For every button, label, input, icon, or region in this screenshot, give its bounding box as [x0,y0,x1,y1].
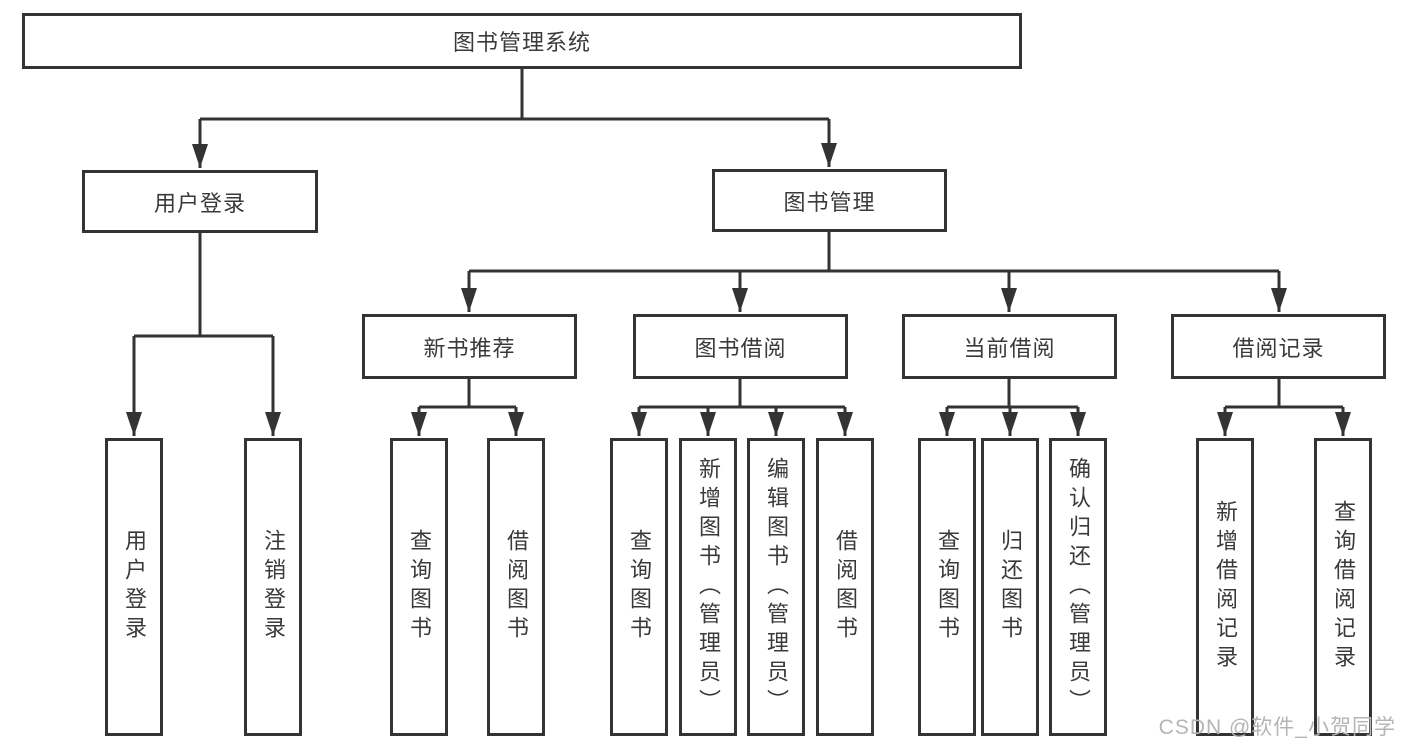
node-new-book-recommendation: 新书推荐 [362,314,577,379]
leaf-logout: 注销登录 [244,438,302,736]
node-current-borrowing: 当前借阅 [902,314,1117,379]
leaf-borrow-book-label: 借阅图书 [833,529,858,645]
leaf-query-book-borrowing-label: 查询图书 [627,529,652,645]
leaf-edit-book-admin: 编辑图书（管理员） [747,438,805,736]
leaf-user-login-label: 用户登录 [122,529,147,645]
leaf-borrow-book-recommend: 借阅图书 [487,438,545,736]
leaf-logout-label: 注销登录 [261,529,286,645]
leaf-user-login: 用户登录 [105,438,163,736]
leaf-return-book: 归还图书 [981,438,1039,736]
leaf-add-book-admin-label: 新增图书（管理员） [696,456,721,718]
leaf-confirm-return-admin: 确认归还（管理员） [1049,438,1107,736]
leaf-borrow-book: 借阅图书 [816,438,874,736]
node-user-login: 用户登录 [82,170,318,233]
leaf-edit-book-admin-label: 编辑图书（管理员） [764,456,789,718]
leaf-query-book-recommend-label: 查询图书 [407,529,432,645]
leaf-query-book-current: 查询图书 [918,438,976,736]
node-library-management-system: 图书管理系统 [22,13,1022,69]
leaf-return-book-label: 归还图书 [998,529,1023,645]
leaf-query-book-borrowing: 查询图书 [610,438,668,736]
node-borrowing-records: 借阅记录 [1171,314,1386,379]
leaf-borrow-book-recommend-label: 借阅图书 [504,529,529,645]
leaf-query-book-current-label: 查询图书 [935,529,960,645]
leaf-query-borrow-record-label: 查询借阅记录 [1331,500,1356,674]
watermark: CSDN @软件_小贺同学 [1158,716,1396,739]
leaf-add-borrow-record: 新增借阅记录 [1196,438,1254,736]
node-book-borrowing: 图书借阅 [633,314,848,379]
leaf-confirm-return-admin-label: 确认归还（管理员） [1066,456,1091,718]
leaf-query-book-recommend: 查询图书 [390,438,448,736]
leaf-query-borrow-record: 查询借阅记录 [1314,438,1372,736]
leaf-add-borrow-record-label: 新增借阅记录 [1213,500,1238,674]
leaf-add-book-admin: 新增图书（管理员） [679,438,737,736]
node-book-management: 图书管理 [712,169,947,232]
